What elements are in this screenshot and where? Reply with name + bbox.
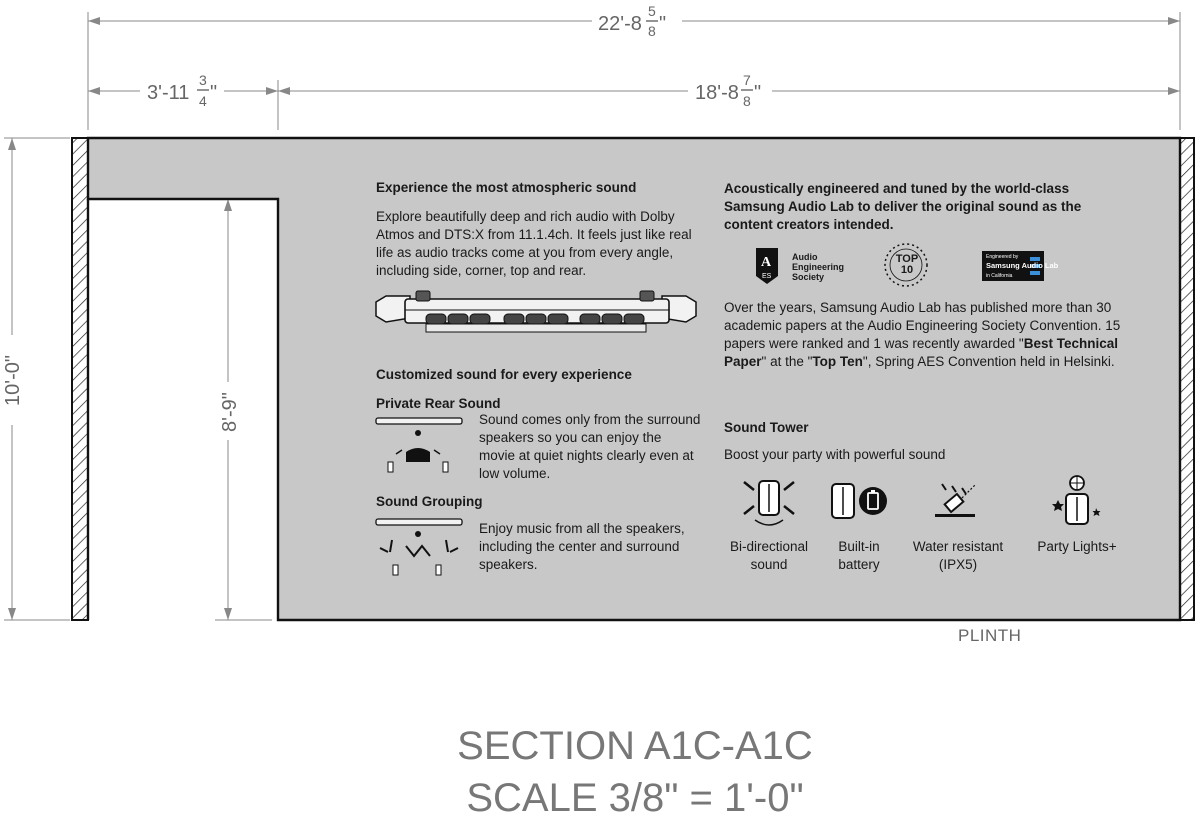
atmos-heading: Experience the most atmospheric sound xyxy=(376,180,637,195)
left-wall-hatch xyxy=(71,137,89,621)
sound-tower-heading: Sound Tower xyxy=(724,420,809,435)
top10-logo xyxy=(884,243,928,287)
aes-logo: A ES xyxy=(756,248,778,284)
left-width-frac-num: 3 xyxy=(199,72,207,88)
opening-height-label: 8'-9" xyxy=(219,392,241,432)
right-wall-hatch xyxy=(1179,137,1195,621)
sound-grouping-heading: Sound Grouping xyxy=(376,494,483,509)
right-width-frac-num: 7 xyxy=(743,72,751,88)
left-width-unit: " xyxy=(210,82,217,104)
lab-logo-sub: in California xyxy=(986,273,1013,279)
aes-logo-text: Audio Engineering Society xyxy=(792,252,845,282)
left-width-label: 3'-11 xyxy=(147,82,189,104)
acoustic-heading: Acoustically engineered and tuned by the… xyxy=(724,181,1082,232)
overall-width-label: 22'-8 xyxy=(598,13,642,35)
overall-height-label: 10'-0" xyxy=(2,355,24,406)
lab-logo-small: Engineered by xyxy=(986,254,1019,260)
opening-height-dimension: 8'-9" xyxy=(215,198,272,621)
overall-width-frac-num: 5 xyxy=(648,3,656,19)
bidirectional-sound-icon xyxy=(743,480,795,526)
private-rear-heading: Private Rear Sound xyxy=(376,396,501,411)
feature-bidirectional-label: Bi-directional sound xyxy=(729,539,809,572)
overall-width-unit: " xyxy=(659,13,666,35)
aes-logo-mark: A xyxy=(761,255,772,270)
right-width-label: 18'-8 xyxy=(695,82,739,104)
party-lights-icon xyxy=(1052,475,1101,525)
right-width-frac-den: 8 xyxy=(743,93,751,109)
sound-tower-body: Boost your party with powerful sound xyxy=(724,447,946,462)
left-width-dimension: 3'-11 3 4 " xyxy=(88,72,279,130)
feature-battery-label: Built-in battery xyxy=(838,539,880,572)
scale-label: SCALE 3/8" = 1'-0" xyxy=(466,776,804,820)
aes-logo-mark-sub: ES xyxy=(762,273,772,280)
sound-grouping-illustration xyxy=(375,518,463,576)
plinth-label: PLINTH xyxy=(958,626,1022,645)
audio-lab-body: Over the years, Samsung Audio Lab has pu… xyxy=(724,300,1121,369)
private-rear-sound-illustration xyxy=(375,417,463,473)
section-title: SECTION A1C-A1C xyxy=(457,724,813,768)
overall-width-dimension: 22'-8 5 8 " xyxy=(87,3,1181,130)
water-resistant-icon xyxy=(935,483,977,517)
left-width-frac-den: 4 xyxy=(199,93,207,109)
right-width-dimension: 18'-8 7 8 " xyxy=(278,72,1180,109)
feature-water-label: Water resistant (IPX5) xyxy=(912,539,1004,572)
sound-grouping-body: Enjoy music from all the speakers, inclu… xyxy=(479,521,685,572)
samsung-audio-lab-logo: Engineered by Samsung Audio Lab in Calif… xyxy=(982,251,1059,281)
soundbar-illustration xyxy=(375,290,697,333)
overall-height-dimension: 10'-0" xyxy=(2,137,70,621)
right-width-unit: " xyxy=(754,82,761,104)
atmos-body: Explore beautifully deep and rich audio … xyxy=(376,209,692,278)
feature-party-lights-label: Party Lights+ xyxy=(1037,539,1117,554)
lab-logo-text: Samsung Audio Lab xyxy=(986,261,1059,270)
top10-logo-text: TOP 10 xyxy=(895,253,919,276)
overall-width-frac-den: 8 xyxy=(648,23,656,39)
battery-icon xyxy=(831,483,887,519)
private-rear-body: Sound comes only from the surround speak… xyxy=(479,412,701,481)
custom-heading: Customized sound for every experience xyxy=(376,367,632,382)
